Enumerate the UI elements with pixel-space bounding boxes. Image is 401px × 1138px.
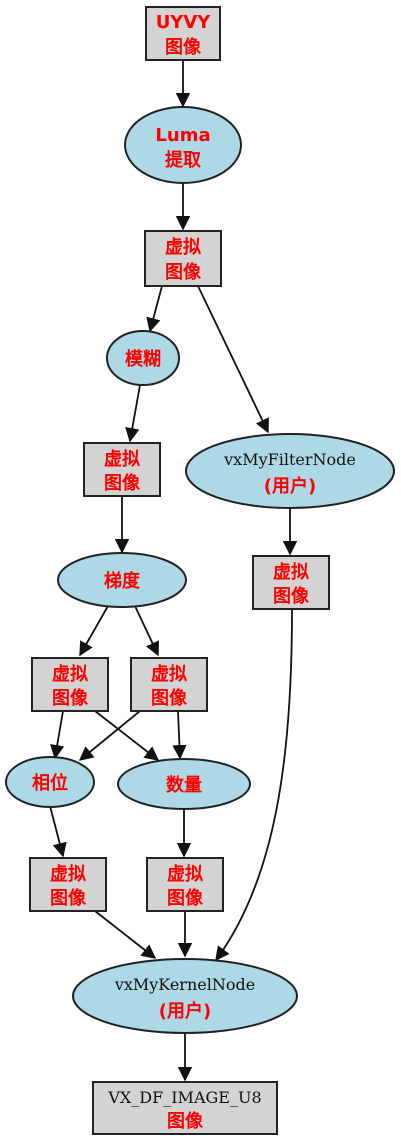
node-line1: 虚拟 xyxy=(50,863,86,885)
node-line1: 相位 xyxy=(32,772,68,794)
node-virtual-image-3: 虚拟 图像 xyxy=(31,657,109,712)
node-line2: 图像 xyxy=(151,688,188,709)
node-virtual-image-2: 虚拟 图像 xyxy=(83,442,161,497)
node-line2: 图像 xyxy=(104,473,141,494)
node-line1: 虚拟 xyxy=(104,448,140,470)
edge-v5-kernel xyxy=(94,910,157,959)
node-virtual-image-4: 虚拟 图像 xyxy=(130,657,208,712)
node-line2: 图像 xyxy=(273,586,310,607)
node-my-filter: vxMyFilterNode (用户) xyxy=(185,433,395,509)
edge-v1-blur xyxy=(146,285,163,333)
node-line1: 梯度 xyxy=(104,570,141,592)
node-virtual-image-filter: 虚拟 图像 xyxy=(252,555,330,610)
node-line1: 虚拟 xyxy=(151,663,187,685)
node-line1: 虚拟 xyxy=(167,863,203,885)
node-uyvy-image: UYVY 图像 xyxy=(145,6,221,61)
node-line1: 虚拟 xyxy=(273,561,309,583)
node-my-kernel: vxMyKernelNode (用户) xyxy=(72,958,298,1034)
node-line1: UYVY xyxy=(156,12,212,33)
node-line2: 图像 xyxy=(52,688,89,709)
node-virtual-image-5: 虚拟 图像 xyxy=(29,857,107,912)
node-line2: 图像 xyxy=(165,37,202,58)
node-line2: (用户) xyxy=(264,475,316,497)
node-line1: VX_DF_IMAGE_U8 xyxy=(107,1088,261,1107)
node-line2: 图像 xyxy=(167,888,204,909)
node-line1: vxMyFilterNode xyxy=(223,450,356,469)
node-line2: 图像 xyxy=(165,262,202,283)
node-blur: 模糊 xyxy=(106,330,180,386)
edge-blur-v2 xyxy=(125,384,141,443)
node-output-image: VX_DF_IMAGE_U8 图像 xyxy=(92,1081,278,1135)
node-line1: 虚拟 xyxy=(165,236,201,258)
edge-v4-phase xyxy=(78,710,141,761)
node-line2: 图像 xyxy=(167,1111,204,1132)
node-luma-extract: Luma 提取 xyxy=(124,106,242,184)
node-line1: 虚拟 xyxy=(52,663,88,685)
edge-v4-mag xyxy=(172,710,187,760)
node-line1: 模糊 xyxy=(125,348,161,370)
node-line2: 图像 xyxy=(50,888,87,909)
node-phase: 相位 xyxy=(5,756,95,808)
node-virtual-image-6: 虚拟 图像 xyxy=(146,857,224,912)
edges xyxy=(49,60,298,1082)
node-virtual-image-1: 虚拟 图像 xyxy=(144,230,222,287)
edge-grad-v3 xyxy=(79,605,109,657)
node-magnitude: 数量 xyxy=(117,758,251,810)
edge-phase-v5 xyxy=(49,805,67,858)
node-line1: vxMyKernelNode xyxy=(114,975,255,994)
edge-v3-phase xyxy=(50,710,65,760)
node-line2: (用户) xyxy=(159,1000,211,1022)
edge-vf-kernel xyxy=(215,609,293,962)
edge-grad-v4 xyxy=(134,605,160,657)
node-line1: 数量 xyxy=(166,774,202,796)
edge-v3-mag xyxy=(94,710,160,761)
node-gradient: 梯度 xyxy=(57,552,187,608)
node-line2: 提取 xyxy=(165,149,202,171)
node-line1: Luma xyxy=(155,125,210,146)
edge-v1-filter xyxy=(197,285,269,434)
